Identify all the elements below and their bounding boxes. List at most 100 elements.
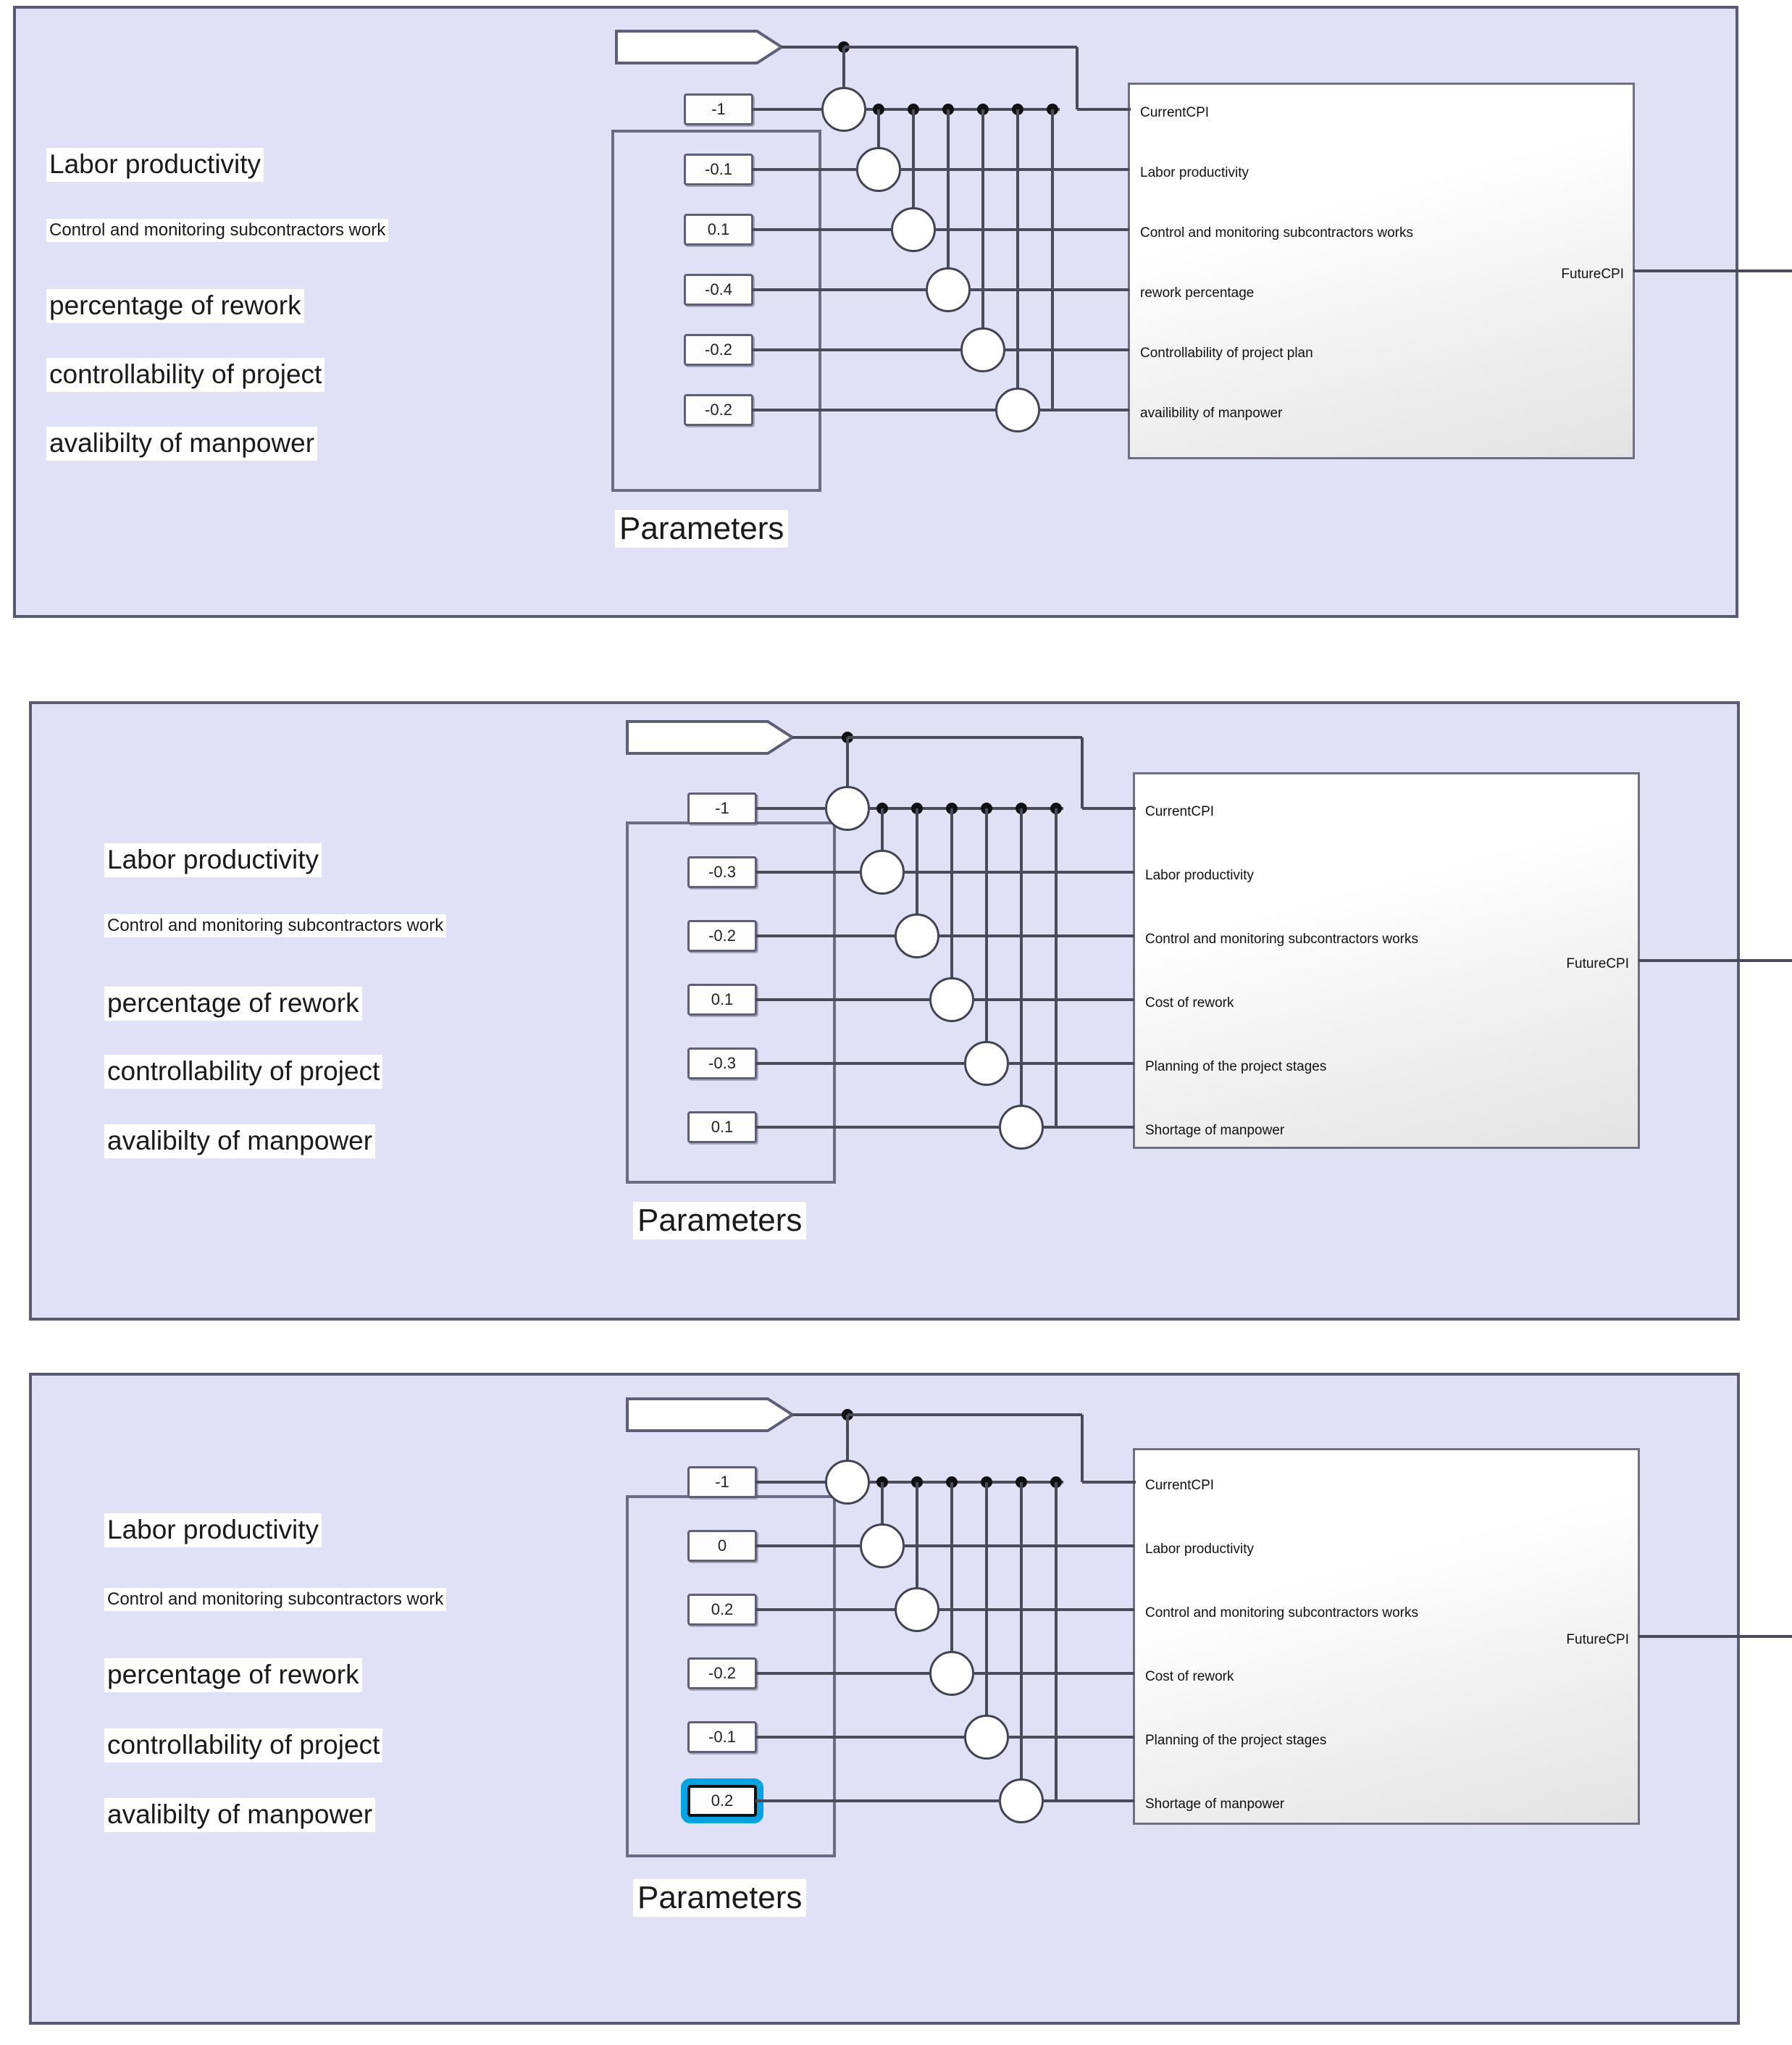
signal-wire xyxy=(912,109,915,207)
signal-wire xyxy=(792,1413,849,1416)
product-block[interactable] xyxy=(860,1523,905,1568)
left-label: percentage of rework xyxy=(104,987,362,1021)
signal-wire xyxy=(755,1672,931,1675)
block-input-port-label: Labor productivity xyxy=(1140,165,1249,180)
signal-wire xyxy=(969,288,1129,291)
parameter-value-box[interactable]: -0.2 xyxy=(687,1657,757,1689)
signal-wire xyxy=(755,1481,826,1484)
signal-wire xyxy=(1076,47,1079,109)
signal-wire xyxy=(842,47,845,87)
block-input-port-label: CurrentCPI xyxy=(1145,1478,1215,1493)
product-block[interactable] xyxy=(895,913,939,958)
left-label: controllability of project xyxy=(46,358,325,392)
signal-wire xyxy=(752,228,892,231)
left-label: Labor productivity xyxy=(104,843,322,877)
product-block[interactable] xyxy=(964,1041,1009,1086)
signal-wire xyxy=(755,1062,966,1065)
product-block[interactable] xyxy=(821,87,866,132)
signal-wire xyxy=(973,1672,1134,1675)
parameter-value-box[interactable]: -0.2 xyxy=(687,920,757,952)
parameter-value-box[interactable]: 0 xyxy=(687,1530,757,1562)
signal-wire xyxy=(752,348,962,351)
block-input-port-label: Planning of the project stages xyxy=(1145,1733,1327,1748)
product-block[interactable] xyxy=(929,977,974,1022)
parameters-caption: Parameters xyxy=(633,1202,807,1239)
input-port-block[interactable] xyxy=(626,1397,794,1432)
block-input-port-label: Labor productivity xyxy=(1145,1542,1254,1557)
signal-wire xyxy=(903,871,1134,874)
left-label: avalibilty of manpower xyxy=(46,427,318,461)
product-block[interactable] xyxy=(860,850,905,895)
product-block[interactable] xyxy=(964,1715,1009,1760)
block-input-port-label: rework percentage xyxy=(1140,285,1255,301)
block-input-port-label: Cost of rework xyxy=(1145,1669,1234,1684)
block-input-port-label: availibility of manpower xyxy=(1140,406,1283,421)
parameter-value-box[interactable]: -0.1 xyxy=(684,154,753,185)
signal-wire xyxy=(916,808,918,913)
product-block[interactable] xyxy=(825,786,870,831)
parameter-value-box[interactable]: -1 xyxy=(687,793,757,824)
parameter-value-box-selected[interactable]: 0.2 xyxy=(681,1778,763,1823)
parameter-value-box[interactable]: -0.1 xyxy=(687,1721,757,1753)
signal-wire xyxy=(1042,1799,1134,1802)
parameters-caption: Parameters xyxy=(633,1879,807,1917)
block-input-port-label: Control and monitoring subcontractors wo… xyxy=(1145,1605,1419,1620)
signal-wire xyxy=(846,1415,849,1460)
parameter-value-box[interactable]: -1 xyxy=(687,1466,757,1498)
product-block[interactable] xyxy=(999,1778,1044,1823)
signal-wire xyxy=(1051,109,1054,410)
parameter-value-box[interactable]: 0.2 xyxy=(687,1594,757,1626)
product-block[interactable] xyxy=(960,327,1005,372)
block-input-port-label: Labor productivity xyxy=(1145,868,1254,883)
signal-wire xyxy=(1042,1126,1134,1129)
input-port-block[interactable] xyxy=(615,30,783,64)
signal-wire xyxy=(755,998,931,1001)
product-block[interactable] xyxy=(926,267,971,312)
signal-wire xyxy=(755,807,826,810)
product-block[interactable] xyxy=(891,207,936,252)
parameter-value-box[interactable]: -0.4 xyxy=(684,274,753,306)
parameters-subsystem-frame[interactable] xyxy=(611,130,821,492)
signal-wire xyxy=(1055,1482,1058,1801)
signal-wire xyxy=(877,109,880,147)
product-block[interactable] xyxy=(895,1587,939,1632)
signal-wire xyxy=(868,807,1063,810)
product-block[interactable] xyxy=(929,1651,974,1696)
parameter-value-box[interactable]: -0.2 xyxy=(684,334,753,366)
parameter-value-box[interactable]: -0.2 xyxy=(684,394,753,426)
product-block[interactable] xyxy=(999,1105,1044,1150)
parameter-value-box[interactable]: -0.3 xyxy=(687,856,757,888)
left-label: avalibilty of manpower xyxy=(104,1124,376,1158)
parameter-value-box[interactable]: 0.1 xyxy=(687,984,757,1016)
signal-wire xyxy=(755,1544,861,1547)
left-label: Control and monitoring subcontractors wo… xyxy=(46,219,389,242)
block-input-port-label: Shortage of manpower xyxy=(1145,1123,1285,1138)
block-output-port-label: FutureCPI xyxy=(1566,956,1629,971)
parameter-value-box[interactable]: 0.1 xyxy=(684,214,753,246)
parameter-value-box[interactable]: -1 xyxy=(684,93,753,125)
block-input-port-label: CurrentCPI xyxy=(1140,105,1210,120)
product-block[interactable] xyxy=(995,388,1040,432)
signal-wire xyxy=(1004,348,1129,351)
left-label: controllability of project xyxy=(104,1055,383,1089)
signal-wire xyxy=(755,1736,966,1739)
signal-wire xyxy=(1020,1482,1023,1778)
product-block[interactable] xyxy=(825,1460,870,1505)
block-input-port-label: Control and monitoring subcontractors wo… xyxy=(1145,932,1419,947)
signal-wire xyxy=(938,934,1134,937)
product-block[interactable] xyxy=(856,147,901,192)
parameter-value-box[interactable]: -0.3 xyxy=(687,1047,757,1079)
signal-wire xyxy=(752,168,858,171)
input-port-block[interactable] xyxy=(626,720,794,755)
block-input-port-label: Controllability of project plan xyxy=(1140,346,1313,361)
signal-wire xyxy=(934,228,1129,231)
parameter-value-box[interactable]: 0.1 xyxy=(687,1111,757,1143)
left-label: percentage of rework xyxy=(104,1658,362,1692)
signal-wire xyxy=(1082,1481,1136,1484)
left-label: Control and monitoring subcontractors wo… xyxy=(104,914,447,937)
signal-wire xyxy=(1082,807,1136,810)
